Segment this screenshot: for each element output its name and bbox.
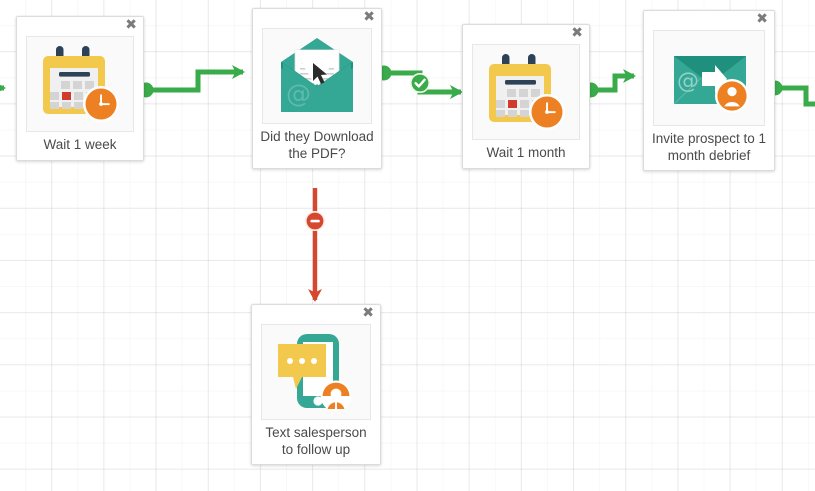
edge-month-to-invite[interactable] <box>583 69 636 98</box>
node-icon-text-salesperson <box>261 324 371 420</box>
calendar-clock-icon <box>43 46 119 122</box>
node-label-did-they-download-the-pdf: Did they Download the PDF? <box>260 129 374 161</box>
node-label-text-salesperson: Text salesperson to follow up <box>265 425 367 457</box>
close-icon[interactable]: ✖ <box>362 305 374 321</box>
node-label-wait-1-week: Wait 1 week <box>43 137 117 152</box>
edge-pdf-yes[interactable] <box>376 65 463 99</box>
close-icon[interactable]: ✖ <box>363 9 375 25</box>
node-icon-wait-1-week <box>26 36 134 132</box>
edge-pdf-no[interactable] <box>304 188 325 302</box>
node-header: ✖ <box>253 9 381 28</box>
open-envelope-www-icon: www @ <box>281 38 353 112</box>
node-icon-did-they-download-the-pdf: www @ <box>262 28 372 124</box>
node-label-wait-1-month: Wait 1 month <box>486 145 566 160</box>
svg-text:@: @ <box>286 79 311 108</box>
phone-sms-person-icon <box>278 334 352 412</box>
node-header: ✖ <box>463 25 589 44</box>
node-wait-1-month[interactable]: ✖ <box>462 24 590 169</box>
close-icon[interactable]: ✖ <box>571 25 583 41</box>
calendar-clock-icon <box>489 54 565 130</box>
node-wait-1-week[interactable]: ✖ <box>16 16 144 161</box>
node-header: ✖ <box>644 11 774 30</box>
node-icon-wait-1-month <box>472 44 580 140</box>
close-icon[interactable]: ✖ <box>125 17 137 33</box>
svg-text:@: @ <box>677 69 699 94</box>
node-header: ✖ <box>252 305 380 324</box>
node-did-they-download-the-pdf[interactable]: ✖ www @ Did they Download the PDF? <box>252 8 382 169</box>
envelope-arrow-person-icon: @ <box>673 56 749 113</box>
node-label-invite-prospect: Invite prospect to 1 month debrief <box>651 131 767 163</box>
node-icon-invite-prospect: @ <box>653 30 765 126</box>
edge-week-to-pdf[interactable] <box>138 65 245 98</box>
close-icon[interactable]: ✖ <box>756 11 768 27</box>
node-text-salesperson[interactable]: ✖ Text salesperson to follow up <box>251 304 381 465</box>
node-header: ✖ <box>17 17 143 36</box>
node-invite-prospect[interactable]: ✖ @ Invite prospect to 1 month debrief <box>643 10 775 171</box>
